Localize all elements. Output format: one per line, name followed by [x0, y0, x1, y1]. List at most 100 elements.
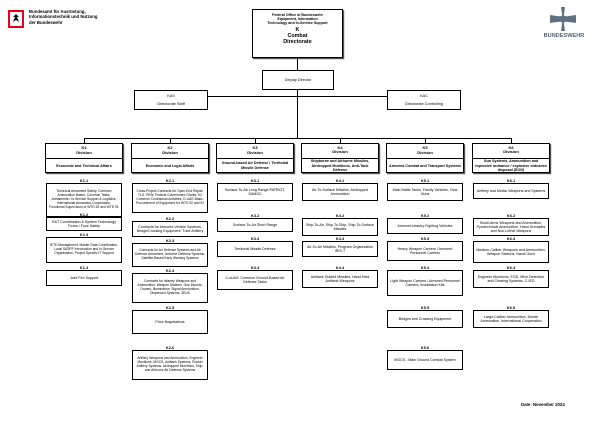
office-title-line-1: Federal Office of Bundeswehr — [272, 13, 323, 17]
directorate-controlling-box: KAC Directorate Controlling — [387, 90, 461, 110]
branch-code: K2.4 — [165, 268, 175, 273]
branch-code: K5.6 — [420, 345, 430, 350]
branch-code: K6.4 — [506, 265, 516, 270]
branch-label: Air-To-Surface Missiles, Airdropped Ammu… — [311, 187, 369, 196]
branch-box: Joint Fire Support — [46, 270, 122, 286]
branch-box: Medium-Caliber Weapons and Ammunition, W… — [473, 241, 549, 263]
division-name: Economic and Legal Affairs — [145, 163, 195, 168]
division-code: K6 — [508, 144, 514, 150]
directorate-box: Federal Office of Bundeswehr Equipment, … — [252, 9, 343, 58]
iron-cross-icon — [550, 7, 576, 31]
office-title-line-2: Equipment, Information — [277, 17, 318, 22]
bundeswehr-wordmark: BUNDESWEHR — [543, 33, 585, 39]
branch-box: Territorial Missile Defense — [217, 241, 293, 257]
logo-line-3: der Bundeswehr — [29, 19, 63, 25]
branch-label: Light Weapon Carriers / Armored Personne… — [390, 278, 460, 287]
branch-label: Large-Caliber Ammunition, Mortar Ammunit… — [480, 314, 542, 323]
directorate-staff-box: KAS Directorate Staff — [134, 90, 208, 110]
division-separator — [217, 158, 293, 160]
branch-box: Cross-Project Contracts for Open-End Rep… — [132, 183, 208, 213]
connector-line — [171, 96, 424, 97]
branch-box: Artillery Weapons and Ammunition, Engine… — [132, 350, 208, 380]
branch-label: Bridges and Crossing Equipment — [398, 316, 452, 321]
deputy-director-label: Deputy Director — [284, 77, 312, 82]
branch-box: Main Battle Tanks, Family Vehicles, Tank… — [387, 183, 463, 201]
branch-label: Artillery and Mortar Weapons and Systems — [476, 188, 546, 193]
branch-box: Ship-To-Air, Ship-To-Ship, Ship-To-Surfa… — [302, 218, 378, 236]
division-separator — [46, 158, 122, 160]
office-title-line-3: Technology and In-Service Support — [267, 21, 328, 26]
branch-box: Contracts for Air Defense Systems and Ai… — [132, 243, 208, 267]
branch-box: Large-Caliber Ammunition, Mortar Ammunit… — [473, 310, 549, 328]
branch-label: Artillery Weapons and Ammunition, Engine… — [136, 356, 204, 372]
connector-line — [297, 90, 298, 138]
branch-box: Surface-To-Air Short Range — [217, 218, 293, 232]
branch-box: Engineer Munitions, EOD, Mine Detection … — [473, 270, 549, 288]
connector-line — [84, 138, 512, 139]
branch-label: IETD Management, Master Data Coordinatio… — [50, 243, 118, 255]
branch-label: Armored Infantry Fighting Vehicles — [397, 223, 453, 228]
branch-label: Joint Fire Support — [69, 275, 99, 280]
bundeswehr-logo: BUNDESWEHR — [538, 7, 590, 39]
branch-label: R&T Coordination & System Technology Fuz… — [52, 219, 116, 228]
branch-box: Artillery and Mortar Weapons and Systems — [473, 183, 549, 199]
branch-box: Air-To-Air Missiles, Program Organizatio… — [302, 241, 378, 257]
branch-code: K5.2 — [420, 213, 430, 218]
division-word: Division — [332, 149, 348, 155]
branch-code: K5.3 — [420, 236, 430, 241]
division-code: K1 — [81, 145, 87, 150]
division-code: K5 — [422, 145, 428, 150]
branch-label: Cross-Project Contracts for Open-End Rep… — [136, 189, 204, 205]
branch-code: K3.2 — [250, 213, 260, 218]
branch-code: K4.1 — [335, 178, 345, 183]
division-separator — [473, 158, 549, 160]
branch-box: Surface-To-Air Long Range PATRIOT, SAMOC — [217, 183, 293, 201]
branch-label: Air-To-Air Missiles, Program Organizatio… — [307, 244, 373, 253]
division-separator — [387, 158, 463, 160]
branch-code: K2.6 — [165, 345, 175, 350]
connector-line — [255, 138, 256, 143]
division-word: Division — [76, 149, 92, 155]
branch-box: Contracts for Infantry Weapons and Ammun… — [132, 273, 208, 303]
branch-box: Price Negotiations — [132, 310, 208, 334]
connector-line — [84, 138, 85, 143]
branch-label: Contracts for Armored Vehicle Systems, B… — [136, 224, 204, 233]
connector-line — [170, 138, 171, 143]
division-word: Division — [162, 149, 178, 155]
branch-label: Contracts for Infantry Weapons and Ammun… — [137, 279, 203, 295]
branch-label: C-sUAS: Common Ground-Based Air Defense … — [225, 275, 285, 284]
branch-code: K5.4 — [420, 265, 430, 270]
division-word: Division — [247, 149, 263, 155]
branch-code: K1.4 — [79, 265, 89, 270]
branch-code: K6.5 — [506, 305, 516, 310]
division-name: Armored Combat and Transport Systems — [389, 163, 461, 168]
division-name: Ground-based Air Defense / Territorial M… — [221, 161, 289, 170]
branch-box: C-sUAS: Common Ground-Based Air Defense … — [217, 270, 293, 290]
eagle-emblem-icon — [8, 10, 24, 28]
branch-code: K3.1 — [250, 178, 260, 183]
branch-code: K4.2 — [335, 213, 345, 218]
branch-code: K2.3 — [165, 238, 175, 243]
branch-code: K1.1 — [79, 178, 89, 183]
branch-code: K4.4 — [335, 265, 345, 270]
branch-box: Antitank Guided Missiles, Hand-Held Anti… — [302, 270, 378, 288]
connector-line — [425, 138, 426, 143]
logo-line-1: Bundesamt für Ausrüstung, — [29, 9, 86, 14]
branch-label: MGCS - Main Ground Combat System — [394, 357, 456, 362]
branch-label: Heavy Weapon Carriers / Armored Personne… — [397, 246, 453, 255]
branch-code: K6.1 — [506, 178, 516, 183]
branch-code: K1.3 — [79, 232, 89, 237]
branch-code: K4.3 — [335, 236, 345, 241]
directorate-name-line-1: Combat — [287, 33, 308, 40]
staff-code: KAS — [167, 94, 175, 99]
connector-line — [340, 138, 341, 143]
baainbw-logo: Bundesamt für Ausrüstung, Informationste… — [7, 8, 107, 30]
connector-line — [297, 58, 298, 70]
branch-code: K5.1 — [420, 178, 430, 183]
branch-box: Contracts for Armored Vehicle Systems, B… — [132, 221, 208, 237]
branch-code: K1.2 — [79, 212, 89, 217]
